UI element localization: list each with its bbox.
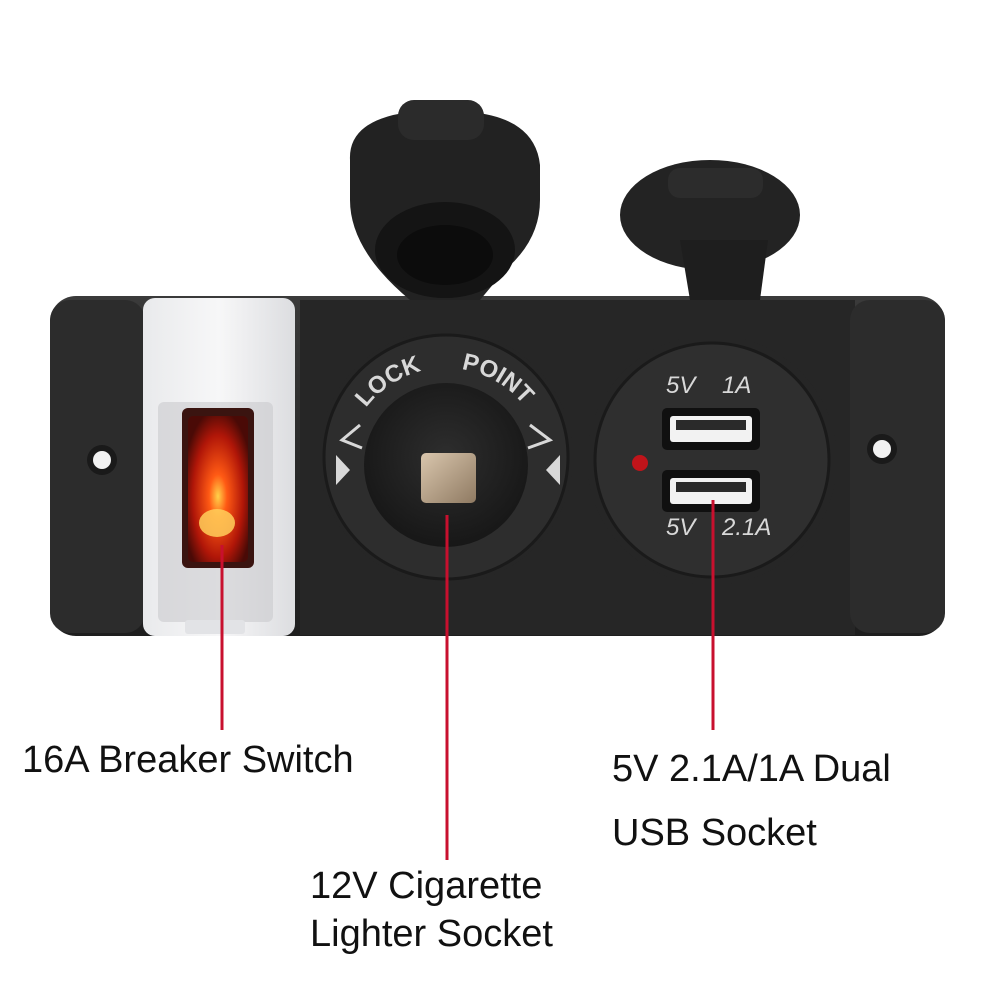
- mounting-hole-icon: [867, 434, 897, 464]
- usb-socket-label: 5V 2.1A/1A Dual USB Socket: [612, 737, 891, 865]
- lighter-socket-label: 12V Cigarette Lighter Socket: [310, 862, 553, 958]
- usb-bottom-current: 2.1A: [721, 514, 771, 541]
- usb-socket: 5V 1A 5V 2.1A: [587, 160, 837, 585]
- breaker-switch: [143, 298, 295, 636]
- breaker-label-text: 16A Breaker Switch: [22, 739, 354, 781]
- mounting-hole-icon: [87, 445, 117, 475]
- lighter-label-line2: Lighter Socket: [310, 913, 553, 955]
- lighter-label-line1: 12V Cigarette: [310, 865, 543, 907]
- usb-top-current: 1A: [722, 372, 751, 399]
- lock-arrow-icon: [336, 423, 560, 485]
- breaker-switch-label: 16A Breaker Switch: [22, 737, 354, 785]
- usb-label-line1: 5V 2.1A/1A Dual: [612, 748, 891, 790]
- usb-top-voltage: 5V: [666, 372, 697, 399]
- lighter-socket: LOCK POINT: [319, 100, 573, 584]
- usb-label-line2: USB Socket: [612, 812, 817, 854]
- usb-bottom-voltage: 5V: [666, 514, 697, 541]
- usb-led: [632, 455, 648, 471]
